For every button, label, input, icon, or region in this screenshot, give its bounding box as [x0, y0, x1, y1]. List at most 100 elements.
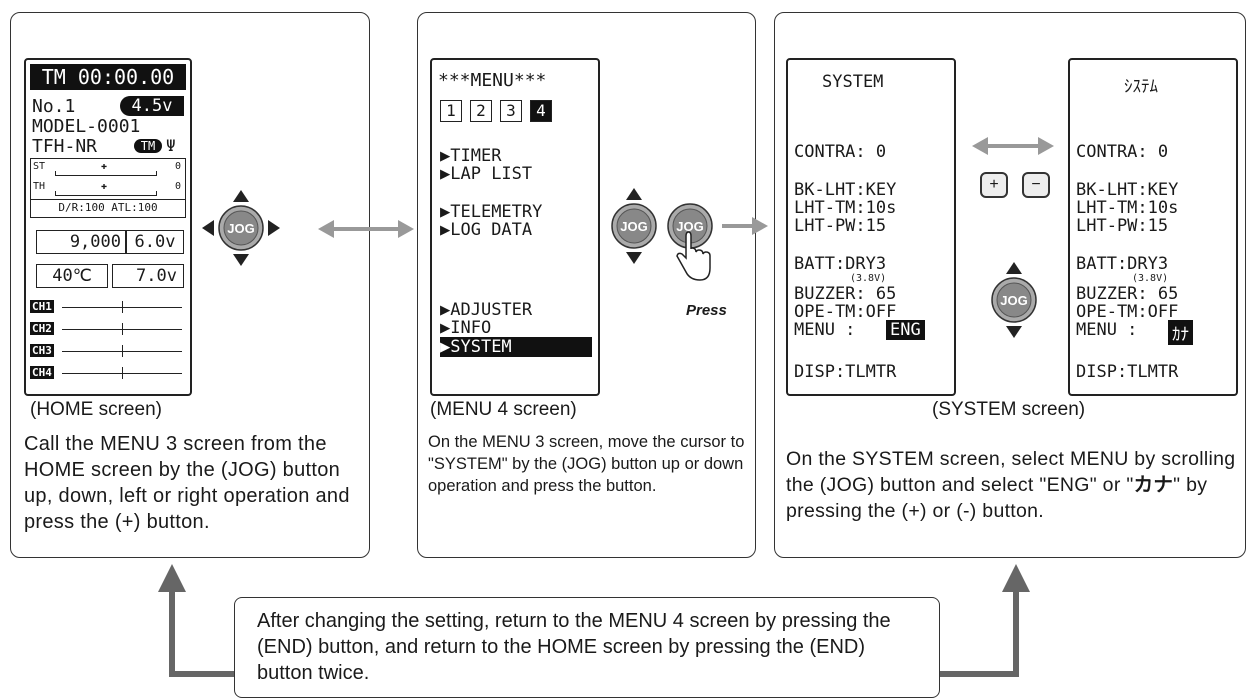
th-trim-bar: [55, 191, 157, 196]
contra-row: CONTRA: 0: [794, 142, 887, 162]
jog-4way-icon: JOG: [202, 190, 280, 266]
channel-center-tick: [122, 345, 123, 357]
system-eng-lcd-screen: SYSTEM CONTRA: 0 BK-LHT:KEY LHT-TM:10s L…: [786, 58, 956, 396]
channel-label: CH4: [30, 366, 54, 379]
buzzer-row: BUZZER: 65: [794, 284, 897, 304]
channel-row: CH4: [30, 364, 186, 384]
st-label: ST: [33, 161, 46, 172]
home-caption: (HOME screen): [30, 399, 162, 420]
home-voltage-badge: 4.5v: [120, 96, 184, 116]
lht-tm-row: LHT-TM:10s: [1076, 198, 1179, 218]
menu-item-log-data-label: LOG DATA: [450, 220, 533, 240]
jog-label: JOG: [676, 219, 703, 234]
bk-lht-row: BK-LHT:KEY: [794, 180, 897, 200]
home-model-name: MODEL-0001: [32, 116, 141, 137]
menu-lang-label: MENU :: [1076, 320, 1138, 340]
buzzer-row: BUZZER: 65: [1076, 284, 1179, 304]
double-arrow-icon: [972, 137, 1054, 155]
menu-item-system-label: SYSTEM: [450, 337, 512, 357]
dr-atl-line: D/R:100 ATL:100: [30, 200, 186, 218]
jog-label: JOG: [620, 219, 647, 234]
menu-page-tab[interactable]: 3: [500, 100, 522, 122]
system-kana-lcd-screen: ｼｽﾃﾑ CONTRA: 0 BK-LHT:KEY LHT-TM:10s LHT…: [1068, 58, 1238, 396]
channel-center-tick: [122, 367, 123, 379]
th-trim-marker: ✚: [101, 181, 108, 192]
system-description-kana: カナ: [1133, 474, 1174, 496]
channel-row: CH1: [30, 298, 186, 318]
system-description: On the SYSTEM screen, select MENU by scr…: [786, 446, 1244, 524]
channel-label: CH3: [30, 344, 54, 357]
menu-item-telemetry-label: TELEMETRY: [450, 202, 543, 222]
home-description: Call the MENU 3 screen from the HOME scr…: [24, 433, 350, 533]
jog-updown-icon: JOG: [991, 262, 1037, 338]
ope-tm-row: OPE-TM:OFF: [794, 302, 897, 322]
menu-item-log-data[interactable]: ▶LOG DATA: [440, 220, 533, 240]
double-arrow-icon: [318, 220, 414, 238]
menu-page-tab[interactable]: 4: [530, 100, 552, 122]
channel-row: CH3: [30, 342, 186, 362]
voltage2-box: 7.0v: [112, 264, 184, 288]
st-value: 0: [175, 161, 182, 172]
batt-row: BATT:DRY3: [794, 254, 887, 274]
lht-pw-row: LHT-PW:15: [794, 216, 887, 236]
home-lcd-screen: TM 00:00.00 No.1 4.5v MODEL-0001 TFH-NR …: [24, 58, 192, 396]
batt-sub-row: (3.8V): [850, 273, 887, 284]
rx-voltage-box: 6.0v: [126, 230, 184, 254]
channel-row: CH2: [30, 320, 186, 340]
menu-item-timer-label: TIMER: [450, 146, 502, 166]
menu-caption: (MENU 4 screen): [430, 399, 577, 420]
menu-item-lap-list[interactable]: ▶LAP LIST: [440, 164, 533, 184]
home-tm-badge: TM: [134, 139, 162, 153]
menu-lang-value[interactable]: ｶﾅ: [1168, 320, 1193, 345]
lht-tm-row: LHT-TM:10s: [794, 198, 897, 218]
system-description-part1: On the SYSTEM screen, select MENU by scr…: [786, 448, 1236, 496]
home-timer: TM 00:00.00: [30, 64, 186, 90]
return-arrow-right: [940, 564, 1030, 677]
system-title: SYSTEM: [822, 72, 884, 92]
ope-tm-row: OPE-TM:OFF: [1076, 302, 1179, 322]
hand-press-icon: [676, 231, 711, 281]
return-instructions-box: After changing the setting, return to th…: [234, 597, 940, 698]
lht-pw-row: LHT-PW:15: [1076, 216, 1169, 236]
rpm-box: 9,000: [36, 230, 126, 254]
contra-row: CONTRA: 0: [1076, 142, 1169, 162]
signal-icon: Ψ: [166, 136, 176, 155]
batt-row: BATT:DRY3: [1076, 254, 1169, 274]
minus-button[interactable]: −: [1022, 172, 1050, 198]
menu-item-timer[interactable]: ▶TIMER: [440, 146, 502, 166]
menu-description: On the MENU 3 screen, move the cursor to…: [428, 433, 745, 495]
home-model-type: TFH-NR: [32, 136, 98, 157]
press-label: Press: [686, 302, 727, 319]
temperature-box: 40℃: [36, 264, 108, 288]
disp-row: DISP:TLMTR: [1076, 362, 1179, 382]
plus-button[interactable]: +: [980, 172, 1008, 198]
menu-page-tab[interactable]: 2: [470, 100, 492, 122]
menu-item-info-label: INFO: [450, 318, 492, 338]
jog-label: JOG: [227, 221, 254, 236]
disp-row: DISP:TLMTR: [794, 362, 897, 382]
channel-center-tick: [122, 301, 123, 313]
channel-label: CH2: [30, 322, 54, 335]
home-model-no: No.1: [32, 96, 76, 117]
right-arrow-icon: [722, 217, 768, 235]
menu-lang-value[interactable]: ENG: [886, 320, 925, 340]
system-title-kana: ｼｽﾃﾑ: [1124, 77, 1158, 97]
th-value: 0: [175, 181, 182, 192]
channel-label: CH1: [30, 300, 54, 313]
menu-title: ***MENU***: [438, 70, 547, 91]
channel-center-tick: [122, 323, 123, 335]
menu-item-adjuster[interactable]: ▶ADJUSTER: [440, 300, 533, 320]
jog-press-icon: JOG: [667, 203, 713, 281]
menu-page-tab[interactable]: 1: [440, 100, 462, 122]
menu-item-info[interactable]: ▶INFO: [440, 318, 492, 338]
system-description-part2: " by pressing the (+) or (-) button.: [786, 474, 1208, 522]
st-trim-marker: ✚: [101, 161, 108, 172]
menu-item-lap-list-label: LAP LIST: [450, 164, 533, 184]
menu-lang-label: MENU :: [794, 320, 856, 340]
menu-item-telemetry[interactable]: ▶TELEMETRY: [440, 202, 543, 222]
jog-updown-icon: JOG: [611, 188, 657, 264]
return-arrow-left: [158, 564, 236, 677]
menu-item-system[interactable]: ▶SYSTEM: [440, 337, 592, 357]
